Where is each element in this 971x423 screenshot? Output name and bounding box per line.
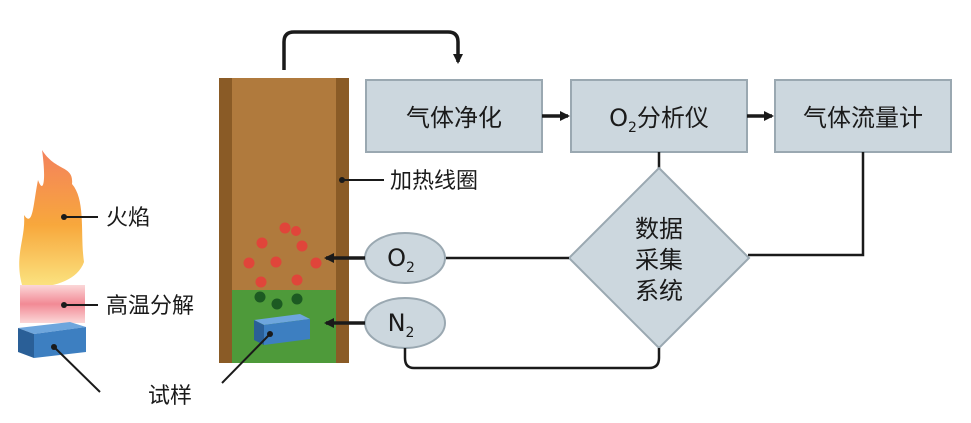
daq-label-line1: 数据 [635,215,683,243]
sample-block-icon [18,322,86,358]
label-pyrolysis: 高温分解 [106,294,194,319]
daq-to-n2-line [403,348,661,370]
pyrolysis-leader-dot [61,302,67,308]
o2-analyzer-label: O2分析仪 [609,104,709,136]
label-flame: 火焰 [106,206,150,231]
flame-icon [19,150,84,287]
product-particles [254,291,303,310]
flow-meter-label: 气体流量计 [803,104,923,132]
flow-meter-box: 气体流量计 [774,79,952,153]
daq-diamond: 数据 采集 系统 [567,166,751,350]
gas-purify-box: 气体净化 [365,79,543,153]
daq-label-line3: 系统 [635,277,683,305]
flame-leader-dot [61,214,67,220]
left-sample-leader-line [51,344,101,393]
furnace-tube [219,78,349,363]
gas-purify-label: 气体净化 [406,104,502,132]
furnace-sample-icon [254,314,310,345]
sample-leader-dot [267,331,273,337]
o2-inlet-label: O2 [387,244,415,276]
flame-illustration [18,150,86,358]
coil-leader-dot [339,177,345,183]
left-sample-leader-dot [51,344,57,350]
flowmeter-to-daq-line [748,152,865,257]
sample-leader-line [221,333,271,384]
n2-inlet-oval: N2 [364,297,446,349]
exhaust-loop-arrow [282,30,463,70]
o2-analyzer-box: O2分析仪 [570,79,748,153]
oxygen-particles [243,222,322,288]
daq-label-line2: 采集 [635,246,683,274]
label-heating-coil: 加热线圈 [390,169,478,194]
label-sample: 试样 [148,384,192,409]
n2-inlet-label: N2 [388,309,415,341]
o2-inlet-oval: O2 [364,232,446,284]
